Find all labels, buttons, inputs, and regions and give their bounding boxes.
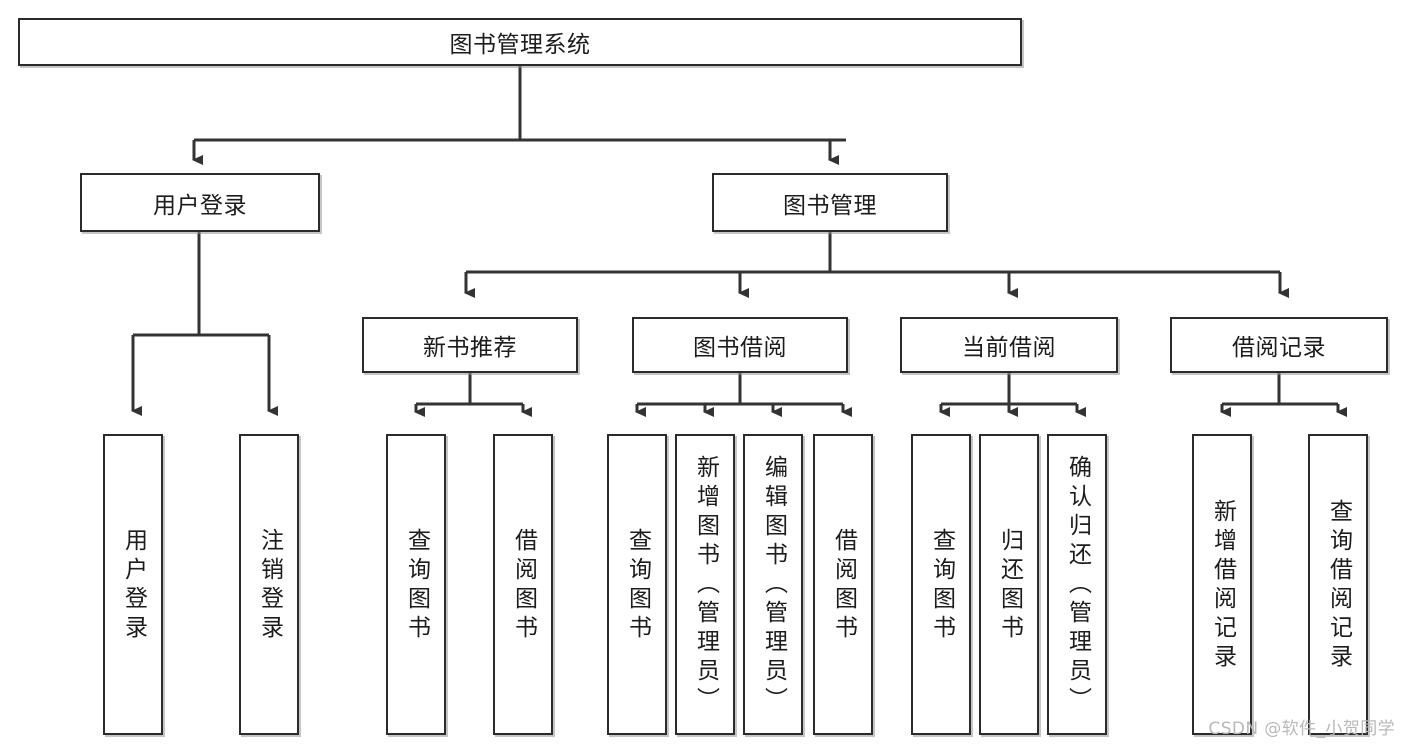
leaf-book-borrow-edit[interactable]: 编辑图书（管理员） [743, 434, 803, 735]
leaf-current-borrow-return[interactable]: 归还图书 [979, 434, 1039, 735]
node-new-book-recommend-label: 新书推荐 [423, 335, 517, 361]
leaf-book-borrow-add-label: 新增图书（管理员） [692, 455, 719, 716]
leaf-new-book-borrow[interactable]: 借阅图书 [493, 434, 553, 735]
node-user-login[interactable]: 用户登录 [80, 173, 320, 232]
leaf-user-login-login[interactable]: 用户登录 [103, 434, 163, 735]
leaf-new-book-query[interactable]: 查询图书 [386, 434, 446, 735]
leaf-borrow-record-query[interactable]: 查询借阅记录 [1308, 434, 1368, 735]
leaf-user-login-logout-label: 注销登录 [256, 527, 283, 644]
leaf-borrow-record-query-label: 查询借阅记录 [1325, 498, 1352, 673]
node-book-manage[interactable]: 图书管理 [712, 173, 948, 232]
leaf-book-borrow-query-label: 查询图书 [624, 527, 651, 644]
leaf-book-borrow-query[interactable]: 查询图书 [607, 434, 667, 735]
csdn-watermark: CSDN @软件_小贺同学 [1208, 719, 1395, 739]
leaf-borrow-record-add-label: 新增借阅记录 [1209, 498, 1236, 673]
leaf-user-login-logout[interactable]: 注销登录 [239, 434, 299, 735]
node-current-borrow[interactable]: 当前借阅 [900, 317, 1118, 373]
leaf-book-borrow-borrow[interactable]: 借阅图书 [813, 434, 873, 735]
node-book-borrow[interactable]: 图书借阅 [632, 317, 848, 373]
leaf-current-borrow-query[interactable]: 查询图书 [911, 434, 971, 735]
node-borrow-record[interactable]: 借阅记录 [1170, 317, 1388, 373]
leaf-book-borrow-add[interactable]: 新增图书（管理员） [675, 434, 735, 735]
leaf-book-borrow-edit-label: 编辑图书（管理员） [760, 455, 787, 716]
leaf-current-borrow-query-label: 查询图书 [928, 527, 955, 644]
node-user-login-label: 用户登录 [153, 192, 247, 219]
node-root-system[interactable]: 图书管理系统 [18, 18, 1022, 66]
leaf-borrow-record-add[interactable]: 新增借阅记录 [1192, 434, 1252, 735]
leaf-user-login-login-label: 用户登录 [120, 527, 147, 644]
node-book-manage-label: 图书管理 [783, 192, 877, 219]
leaf-new-book-borrow-label: 借阅图书 [510, 527, 537, 644]
leaf-current-borrow-confirm-label: 确认归还（管理员） [1064, 455, 1091, 716]
leaf-current-borrow-return-label: 归还图书 [996, 527, 1023, 644]
node-book-borrow-label: 图书借阅 [693, 335, 787, 361]
leaf-new-book-query-label: 查询图书 [403, 527, 430, 644]
leaf-current-borrow-confirm[interactable]: 确认归还（管理员） [1047, 434, 1107, 735]
node-new-book-recommend[interactable]: 新书推荐 [362, 317, 578, 373]
node-borrow-record-label: 借阅记录 [1232, 335, 1326, 361]
node-root-system-label: 图书管理系统 [449, 32, 591, 58]
node-current-borrow-label: 当前借阅 [962, 335, 1056, 361]
leaf-book-borrow-borrow-label: 借阅图书 [830, 527, 857, 644]
